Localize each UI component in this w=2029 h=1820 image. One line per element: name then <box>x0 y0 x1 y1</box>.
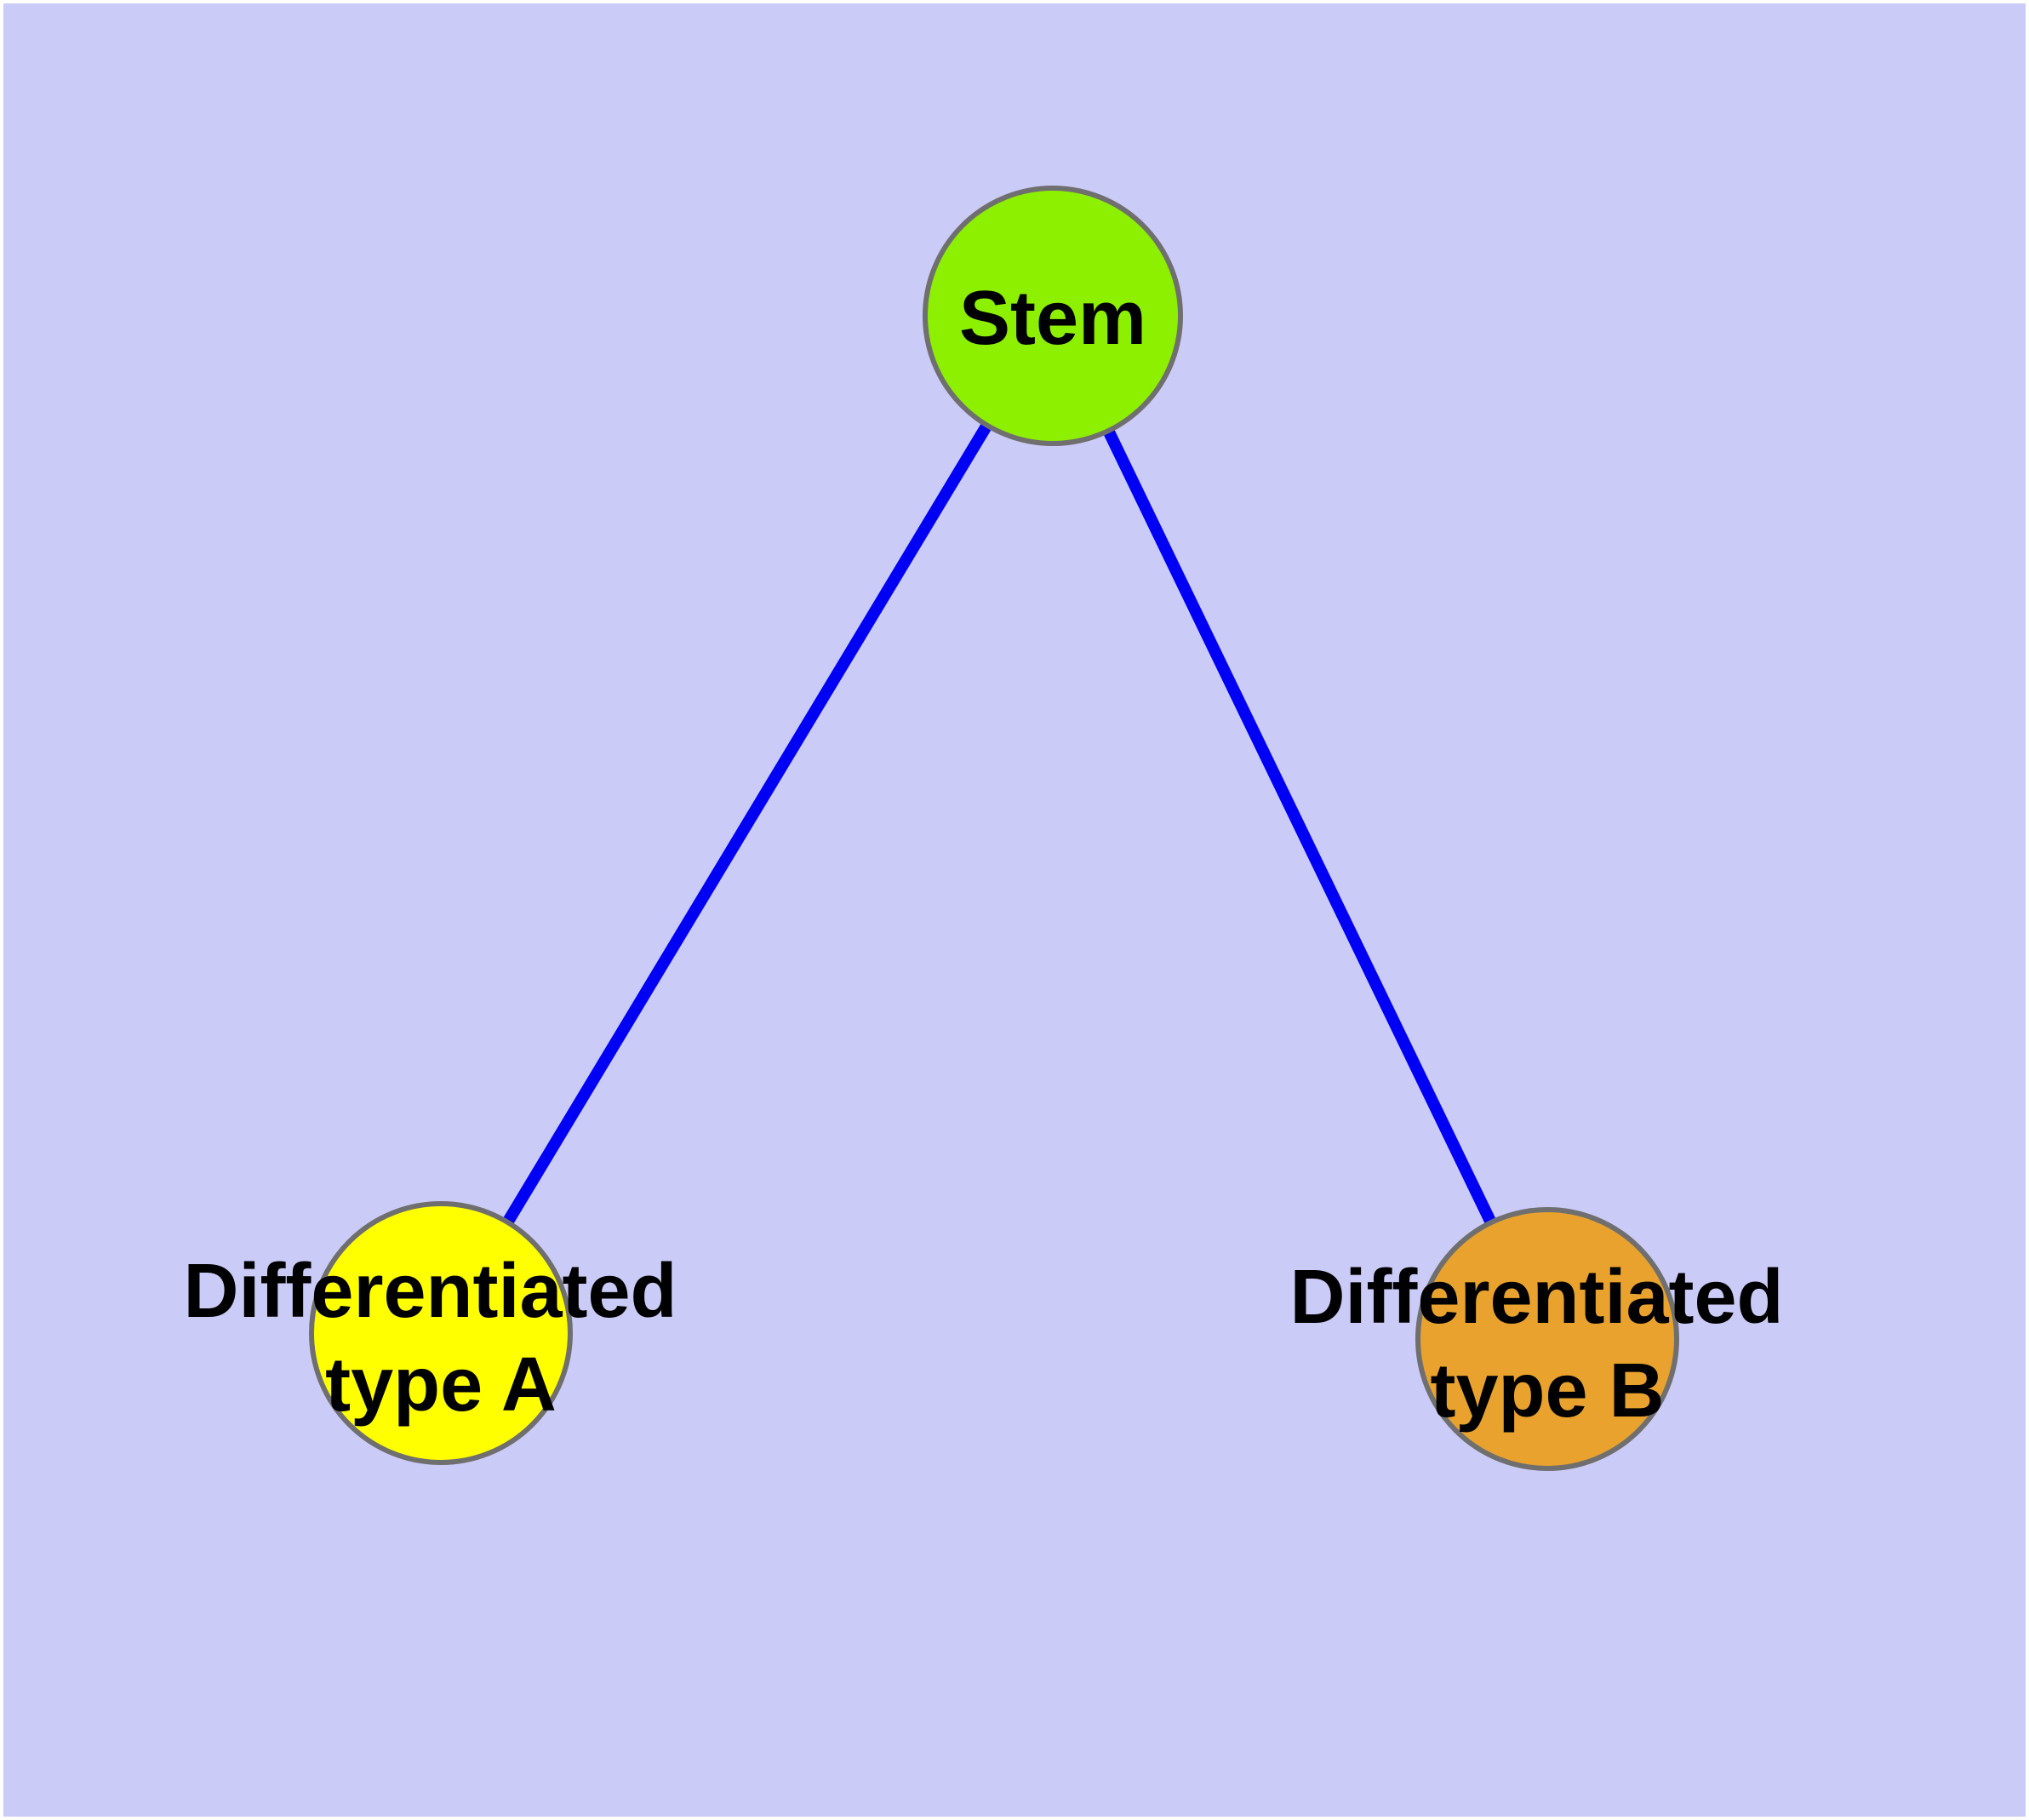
node-stem: Stem <box>923 186 1183 446</box>
node-differentiated-type-b-label-line1: Differentiated <box>1289 1255 1783 1340</box>
node-differentiated-type-b: Differentiated type B <box>1289 1207 1804 1471</box>
node-stem-label: Stem <box>959 276 1146 361</box>
node-differentiated-type-a-circle <box>309 1201 573 1465</box>
node-differentiated-type-a-label: Differentiated type A <box>183 1249 698 1428</box>
node-differentiated-type-b-label-line2: type B <box>1430 1348 1664 1434</box>
node-differentiated-type-a-label-line1: Differentiated <box>183 1249 677 1334</box>
node-differentiated-type-a: Differentiated type A <box>183 1201 698 1465</box>
node-stem-circle <box>923 186 1183 446</box>
node-differentiated-type-a-label-line2: type A <box>325 1342 557 1428</box>
node-differentiated-type-b-label: Differentiated type B <box>1289 1255 1804 1434</box>
node-differentiated-type-b-circle <box>1415 1207 1679 1471</box>
edge-stem-to-type-a <box>436 312 1058 1336</box>
edge-stem-to-type-b <box>1047 312 1553 1342</box>
